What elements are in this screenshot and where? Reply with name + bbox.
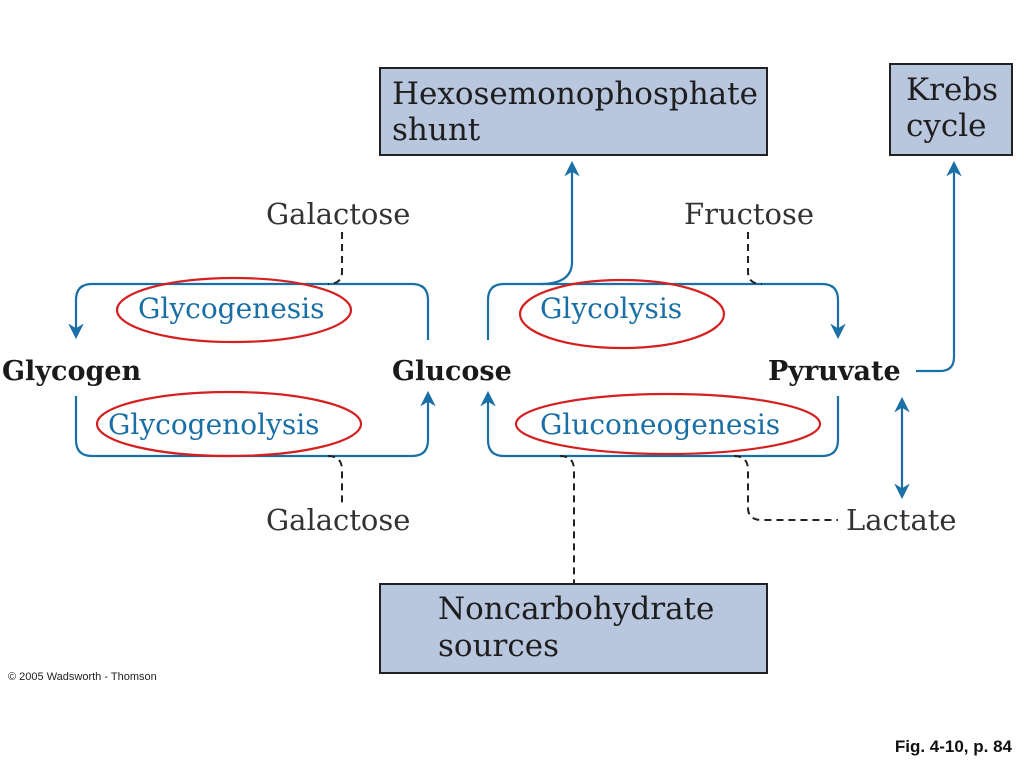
glycolysis-arrow: [486, 282, 846, 340]
hexose-label-line2: shunt: [392, 112, 481, 148]
galactose-top-label: Galactose: [266, 197, 410, 231]
glycogenolysis-label: Glycogenolysis: [108, 408, 320, 441]
galactose-bottom-connector: [327, 455, 343, 504]
glycogenolysis-highlight: [95, 390, 363, 458]
lactate-label: Lactate: [846, 503, 957, 537]
hexose-label-line1: Hexosemonophosphate: [392, 76, 758, 112]
copyright-notice: © 2005 Wadsworth - Thomson: [8, 671, 157, 683]
lactate-connector: [733, 455, 838, 521]
noncarb-connector: [559, 455, 575, 584]
glycolysis-label: Glycolysis: [540, 292, 682, 325]
fructose-connector: [747, 232, 763, 285]
krebs-label-line1: Krebs: [906, 72, 998, 108]
glycogen-label: Glycogen: [2, 356, 142, 387]
gluconeogenesis-label: Gluconeogenesis: [540, 408, 780, 441]
to-krebs-cycle-arrow: [916, 160, 962, 373]
galactose-top-connector: [327, 232, 343, 285]
pyruvate-label: Pyruvate: [768, 356, 901, 387]
glycogenesis-label: Glycogenesis: [138, 292, 324, 325]
fructose-label: Fructose: [684, 197, 814, 231]
figure-reference: Fig. 4-10, p. 84: [894, 737, 1012, 756]
hexosemonophosphate-shunt-box: Hexosemonophosphate shunt: [379, 67, 768, 156]
galactose-bottom-label: Galactose: [266, 503, 410, 537]
krebs-cycle-box: Krebs cycle: [889, 63, 1013, 156]
glycogenesis-highlight: [115, 276, 353, 344]
glycolysis-highlight: [518, 278, 726, 350]
gluconeogenesis-arrow: [480, 390, 840, 458]
gluconeogenesis-highlight: [514, 392, 822, 456]
glycogenesis-arrow: [68, 282, 430, 340]
noncarb-label-line2: sources: [438, 628, 559, 664]
to-hexose-shunt-arrow: [539, 160, 580, 286]
krebs-label-line2: cycle: [906, 108, 987, 144]
glucose-label: Glucose: [392, 356, 512, 387]
noncarb-label-line1: Noncarbohydrate: [438, 591, 714, 627]
noncarbohydrate-sources-box: Noncarbohydrate sources: [379, 583, 768, 674]
